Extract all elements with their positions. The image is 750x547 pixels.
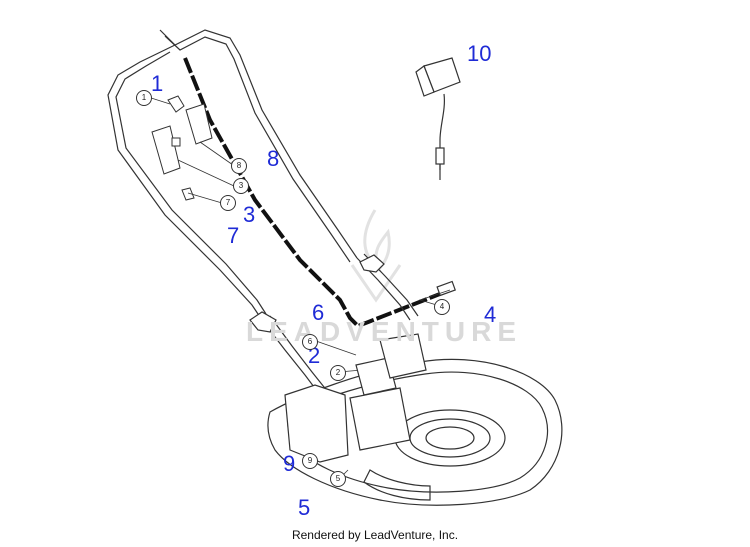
callout-circle-3: 3 xyxy=(233,178,249,194)
callout-label-4: 4 xyxy=(484,302,497,327)
upper-handle xyxy=(107,29,358,321)
callout-label-3: 3 xyxy=(243,202,256,227)
connector-part xyxy=(436,280,456,297)
switch-parts xyxy=(151,95,213,201)
callout-label-6: 6 xyxy=(312,300,325,325)
callout-circle-9: 9 xyxy=(302,453,318,469)
handle-knobs xyxy=(249,254,385,333)
callout-label-7: 7 xyxy=(227,223,240,248)
callout-label-1: 1 xyxy=(151,71,164,96)
callout-label-9: 9 xyxy=(283,451,296,476)
watermark-logo xyxy=(350,209,402,303)
callout-circle-4: 4 xyxy=(434,299,450,315)
callout-circle-8: 8 xyxy=(231,158,247,174)
callout-label-5: 5 xyxy=(298,495,311,520)
callout-circle-6: 6 xyxy=(302,334,318,350)
callout-circle-7: 7 xyxy=(220,195,236,211)
callout-label-2: 2 xyxy=(308,343,321,368)
callout-circle-1: 1 xyxy=(136,90,152,106)
watermark-text: LEADVENTURE xyxy=(246,316,523,347)
footer-credit: Rendered by LeadVenture, Inc. xyxy=(291,528,459,542)
charger-part xyxy=(415,57,461,180)
callout-circle-2: 2 xyxy=(330,365,346,381)
callout-label-8: 8 xyxy=(267,146,280,171)
leader-lines xyxy=(147,96,451,479)
cable-harness xyxy=(183,57,446,329)
callout-label-10: 10 xyxy=(467,41,492,66)
battery-housing xyxy=(284,333,427,463)
callout-circle-5: 5 xyxy=(330,471,346,487)
